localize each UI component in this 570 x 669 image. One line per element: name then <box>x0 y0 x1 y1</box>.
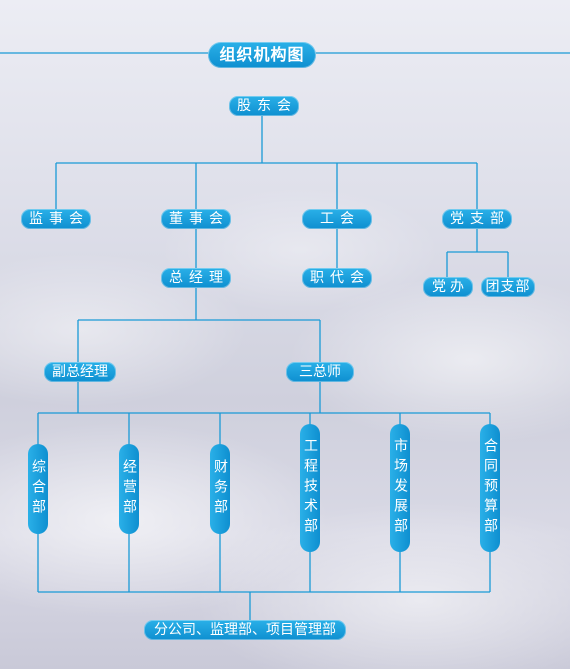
dept-business: 经营部 <box>119 444 139 534</box>
node-workers-congress: 职代会 <box>302 268 372 288</box>
node-party-office: 党办 <box>423 277 473 297</box>
node-three-chief-officers: 三总师 <box>286 362 354 382</box>
chart-title: 组织机构图 <box>208 42 316 68</box>
node-shareholders: 股东会 <box>229 96 299 116</box>
dept-finance: 财务部 <box>210 444 230 534</box>
node-youth-league-branch: 团支部 <box>481 277 535 297</box>
node-supervisory-board: 监事会 <box>21 209 91 229</box>
dept-engineering: 工程技术部 <box>300 424 320 552</box>
node-board-of-directors: 董事会 <box>161 209 231 229</box>
node-general-manager: 总经理 <box>161 268 231 288</box>
dept-contract-budget: 合同预算部 <box>480 424 500 552</box>
dept-market-development: 市场发展部 <box>390 424 410 552</box>
dept-general-affairs: 综合部 <box>28 444 48 534</box>
node-deputy-general-manager: 副总经理 <box>44 362 116 382</box>
node-party-branch: 党支部 <box>442 209 512 229</box>
node-labor-union: 工会 <box>302 209 372 229</box>
node-branches: 分公司、监理部、项目管理部 <box>144 620 346 640</box>
